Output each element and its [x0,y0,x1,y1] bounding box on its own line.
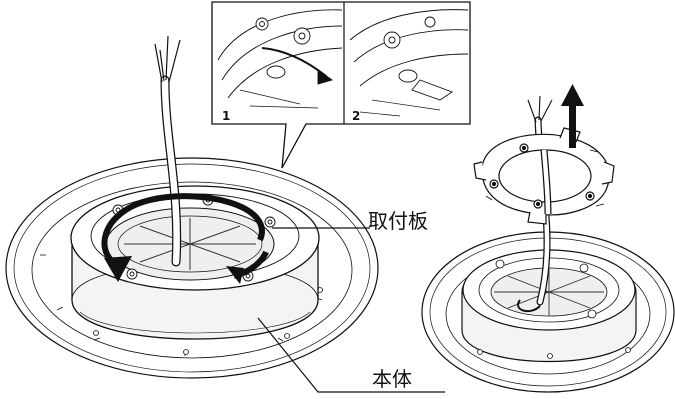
lift-up-arrow [561,84,584,148]
main-body-label: 本体 [372,367,412,391]
inset-step1-detail [217,9,343,109]
rim-screws [40,254,323,356]
leader-lines [257,227,445,393]
rotate-arrow [101,193,265,271]
inset-panel: 1 2 [211,1,471,169]
mounting-plate-label: 取付板 [368,209,428,233]
inset-step1-number: 1 [222,109,230,123]
inset-step2-number: 2 [352,109,360,123]
inset-step2-detail [349,9,469,117]
main-body-fixture [5,35,379,379]
